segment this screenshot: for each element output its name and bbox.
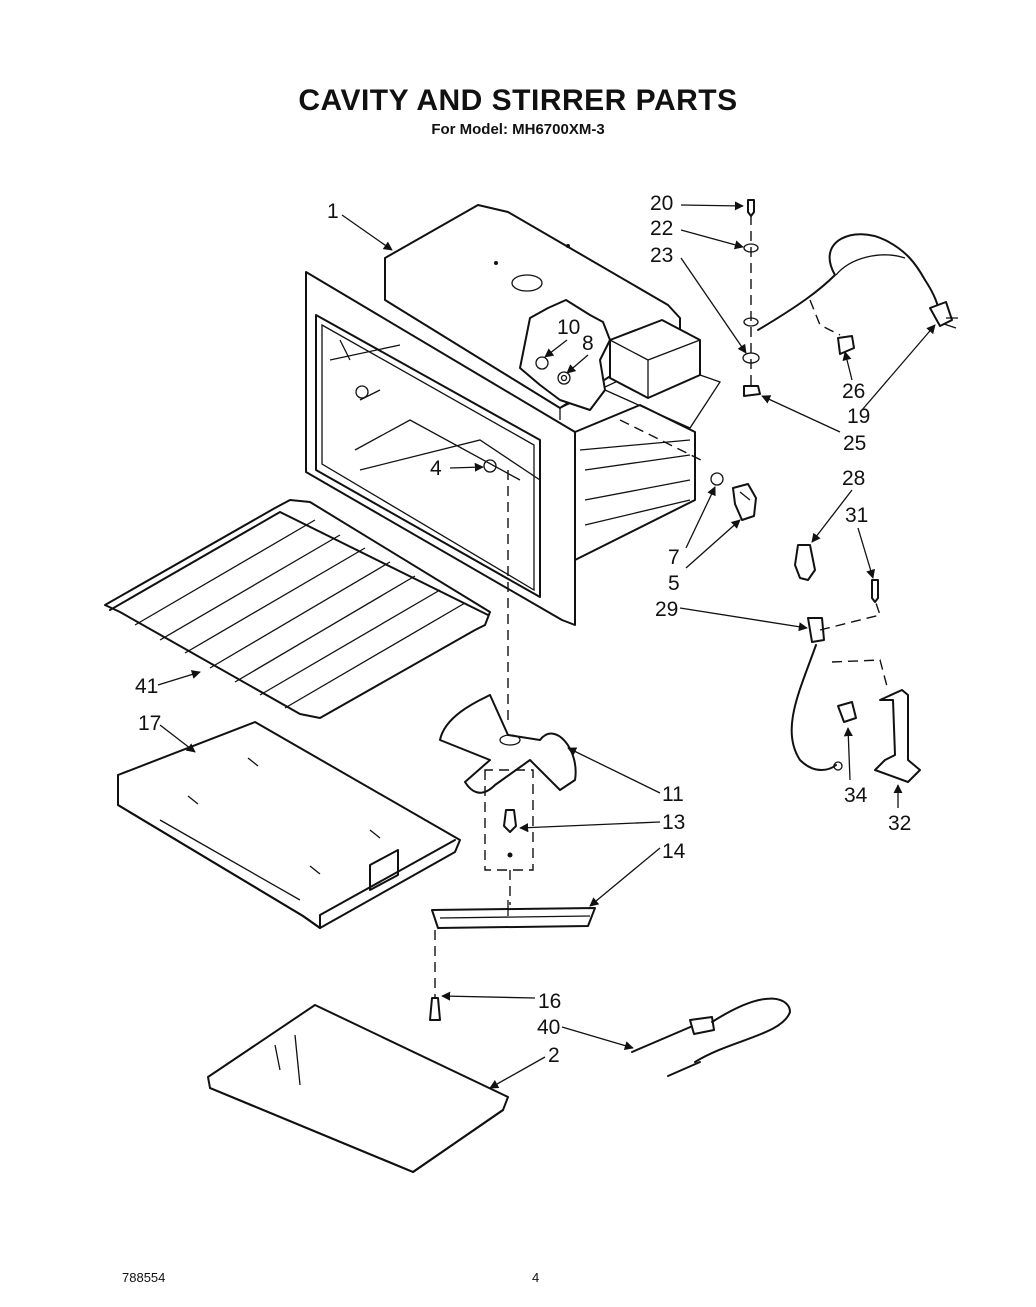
callout-label: 23 xyxy=(650,244,673,267)
tray-part xyxy=(117,721,461,929)
callout-label: 41 xyxy=(135,675,158,698)
callout-label: 20 xyxy=(650,192,673,215)
callout-label: 29 xyxy=(655,598,678,621)
glass-tray-part xyxy=(207,1004,509,1173)
callout-label: 13 xyxy=(662,811,685,834)
power-cord-part xyxy=(757,233,958,355)
model-subtitle: For Model: MH6700XM-3 xyxy=(431,121,605,138)
callout-label: 7 xyxy=(668,546,680,569)
fastener-stack xyxy=(742,199,761,397)
callout-label: 28 xyxy=(842,467,865,490)
callout-label: 5 xyxy=(668,572,680,595)
callout-label: 16 xyxy=(538,990,561,1013)
callout-label: 34 xyxy=(844,784,868,807)
lamp-assembly xyxy=(790,544,921,783)
page-title: CAVITY AND STIRRER PARTS xyxy=(298,84,738,117)
stirrer-assembly xyxy=(429,694,596,1021)
callout-label: 32 xyxy=(888,812,911,835)
callout-label: 26 xyxy=(842,380,865,403)
callout-label: 40 xyxy=(537,1016,560,1039)
callout-leaders xyxy=(157,201,936,1089)
page-number: 4 xyxy=(532,1270,540,1285)
temperature-probe-part xyxy=(631,997,791,1077)
callout-label: 8 xyxy=(582,332,594,355)
callout-label: 17 xyxy=(138,712,161,735)
callout-label: 25 xyxy=(843,432,866,455)
callout-label: 14 xyxy=(662,840,686,863)
document-number: 788554 xyxy=(122,1270,166,1285)
callout-label: 31 xyxy=(845,504,868,527)
callout-label: 1 xyxy=(327,200,339,223)
callout-label: 4 xyxy=(430,457,442,480)
callout-label: 11 xyxy=(662,783,684,806)
callout-label: 19 xyxy=(847,405,870,428)
wire-rack-part xyxy=(104,499,491,719)
callout-label: 2 xyxy=(548,1044,560,1067)
oven-cavity-part xyxy=(305,204,757,720)
callout-label: 10 xyxy=(557,316,580,339)
callout-label: 22 xyxy=(650,217,673,240)
callout-labels: 1 20 22 23 10 8 26 19 25 4 28 31 7 5 29 … xyxy=(135,192,911,1067)
